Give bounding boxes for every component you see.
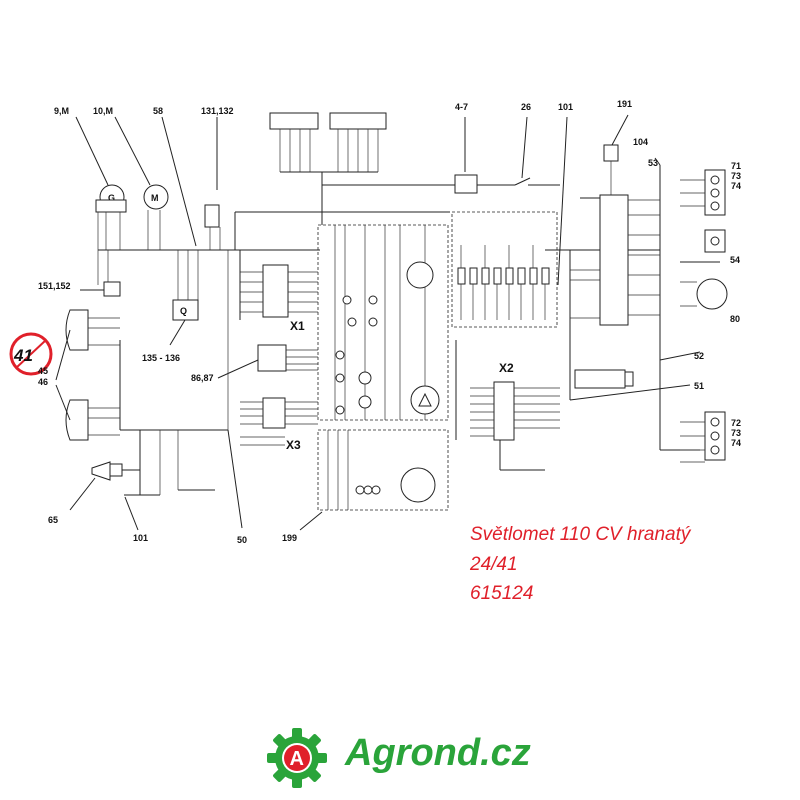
label-86: 86,87 bbox=[191, 373, 214, 383]
label-199: 199 bbox=[282, 533, 297, 543]
label-54: 54 bbox=[730, 255, 740, 265]
headlight-lower bbox=[65, 399, 120, 441]
fuse-block bbox=[451, 211, 558, 328]
label-104: 104 bbox=[633, 137, 648, 147]
label-131: 131,132 bbox=[201, 106, 234, 116]
label-101-bottom: 101 bbox=[133, 533, 148, 543]
label-58: 58 bbox=[153, 106, 163, 116]
block-86 bbox=[217, 344, 318, 379]
label-9m: 9,M bbox=[54, 106, 69, 116]
label-72-bot: 72 bbox=[731, 418, 741, 428]
callout-41: 41 bbox=[9, 332, 53, 376]
generator-group: G M bbox=[75, 116, 221, 250]
label-51: 51 bbox=[694, 381, 704, 391]
x2-connector: X2 bbox=[455, 340, 560, 471]
label-10m: 10,M bbox=[93, 106, 113, 116]
dashboard-panel bbox=[299, 224, 449, 531]
callout-number: 41 bbox=[13, 346, 33, 365]
x3-connector: X3 bbox=[240, 397, 318, 452]
caption-line-2: 24/41 bbox=[470, 554, 518, 575]
switch-80 bbox=[680, 261, 728, 310]
x2-label: X2 bbox=[499, 361, 514, 375]
agrond-gear-icon: A bbox=[267, 728, 327, 788]
label-151: 151,152 bbox=[38, 281, 71, 291]
label-26: 26 bbox=[521, 102, 531, 112]
label-80: 80 bbox=[730, 314, 740, 324]
label-74-bot: 74 bbox=[731, 438, 741, 448]
relay-letter: Q bbox=[180, 306, 187, 316]
logo-letter: A bbox=[290, 748, 304, 770]
label-50: 50 bbox=[237, 535, 247, 545]
label-191: 191 bbox=[617, 99, 632, 109]
label-71-top: 71 bbox=[731, 161, 741, 171]
x3-label: X3 bbox=[286, 438, 301, 452]
relay-135: Q bbox=[169, 250, 199, 346]
element-151 bbox=[80, 250, 121, 297]
lamp-cluster-top bbox=[680, 169, 726, 253]
caption-line-1: Světlomet 110 CV hranatý bbox=[470, 524, 691, 545]
label-73-bot: 73 bbox=[731, 428, 741, 438]
generator-letter: G bbox=[108, 193, 115, 203]
headlight-upper bbox=[65, 309, 121, 430]
top-connectors bbox=[269, 112, 455, 225]
brand-name[interactable]: Agrond.cz bbox=[345, 732, 531, 774]
label-101-top: 101 bbox=[558, 102, 573, 112]
label-65: 65 bbox=[48, 515, 58, 525]
lamp-cluster-bottom bbox=[680, 411, 726, 463]
label-135: 135 - 136 bbox=[142, 353, 180, 363]
label-73-top: 73 bbox=[731, 171, 741, 181]
x1-connector: X1 bbox=[239, 250, 318, 333]
switch-75 bbox=[574, 369, 634, 389]
label-4-7: 4-7 bbox=[455, 102, 468, 112]
motor-letter: M bbox=[151, 193, 159, 203]
label-74-top: 74 bbox=[731, 181, 741, 191]
label-45: 45 bbox=[38, 366, 48, 376]
label-52: 52 bbox=[694, 351, 704, 361]
horn bbox=[69, 430, 160, 531]
label-46: 46 bbox=[38, 377, 48, 387]
module-104 bbox=[599, 114, 661, 326]
x1-label: X1 bbox=[290, 319, 305, 333]
caption-line-3: 615124 bbox=[470, 583, 534, 604]
top-right-switches bbox=[454, 116, 568, 286]
label-53: 53 bbox=[648, 158, 658, 168]
